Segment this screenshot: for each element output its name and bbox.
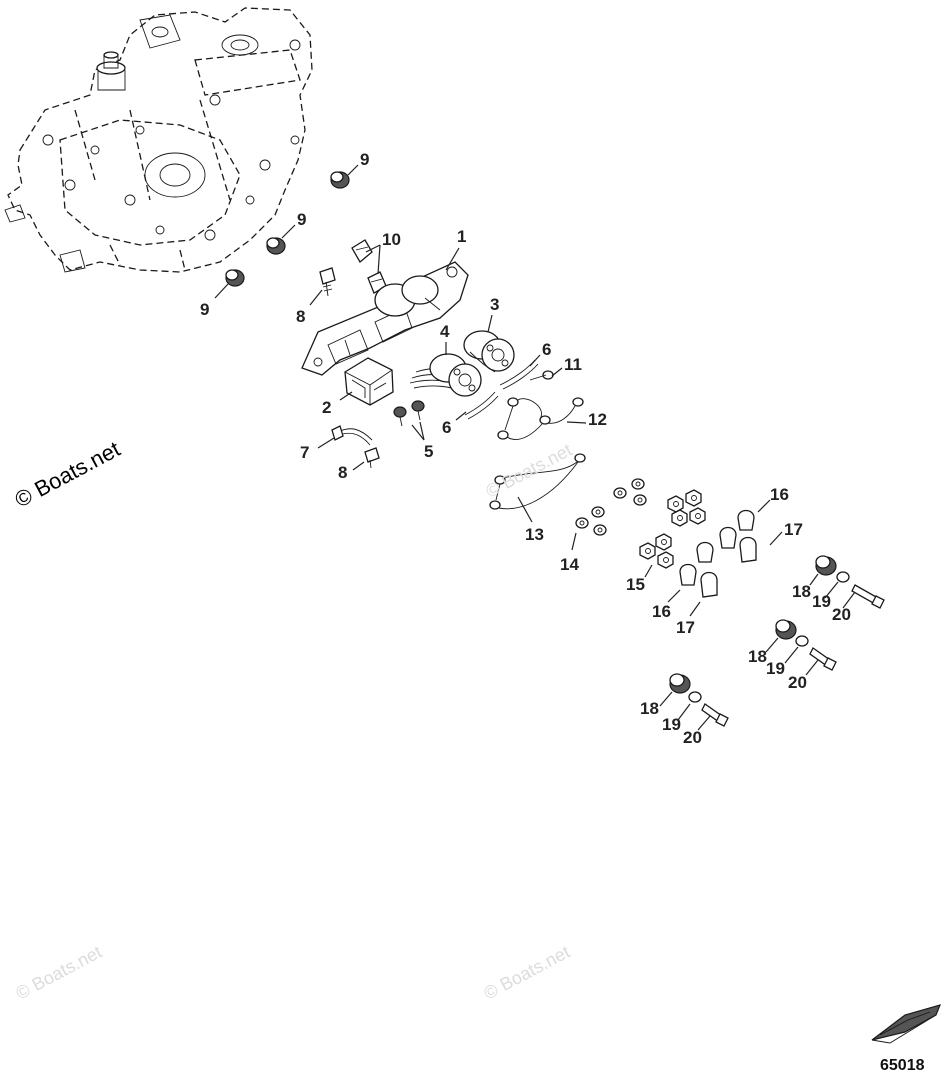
callout-13: 13 [525, 525, 544, 544]
callout-3: 3 [490, 295, 499, 314]
coil-4 [409, 353, 482, 397]
callout-17-b: 17 [676, 618, 695, 637]
callout-20-a: 20 [832, 605, 851, 624]
callout-8-a: 8 [296, 307, 305, 326]
mount-set-a [815, 555, 885, 609]
boots-16-17 [679, 509, 757, 598]
watermark-faint-bottom-left: © Boats.net [12, 942, 105, 1004]
callout-19-a: 19 [812, 592, 831, 611]
callout-7: 7 [300, 443, 309, 462]
callout-4: 4 [440, 322, 450, 341]
callout-11: 11 [564, 355, 582, 374]
figure-number: 65018 [880, 1057, 925, 1074]
callout-12: 12 [588, 410, 607, 429]
callout-18-b: 18 [748, 647, 767, 666]
nuts-15 [639, 489, 706, 569]
callout-2: 2 [322, 398, 331, 417]
boat-hull-icon [871, 1004, 942, 1044]
ground-strap-12 [497, 397, 584, 440]
mount-set-b [775, 619, 837, 671]
engine-block-outline [4, 7, 313, 273]
callout-5: 5 [424, 442, 433, 461]
callout-14: 14 [560, 555, 579, 574]
callout-16-a: 16 [770, 485, 789, 504]
callout-20-c: 20 [683, 728, 702, 747]
plug-9-a [330, 171, 350, 189]
callout-10: 10 [382, 230, 401, 249]
watermark-faint-bottom-mid: © Boats.net [480, 942, 573, 1004]
terminal-11 [529, 370, 554, 381]
clip-7 [331, 425, 373, 446]
screw-5 [393, 400, 425, 427]
callout-17-a: 17 [784, 520, 803, 539]
callouts: 9 9 9 10 1 8 3 4 6 11 12 2 6 5 7 8 13 14… [200, 150, 851, 747]
callout-9-c: 9 [200, 300, 209, 319]
watermark-main: © Boats.net [11, 436, 125, 512]
callout-16-b: 16 [652, 602, 671, 621]
washers-14 [575, 478, 647, 536]
clip-10 [351, 239, 387, 294]
plug-9-c [225, 269, 245, 287]
callout-19-b: 19 [766, 659, 785, 678]
coil-3 [463, 330, 515, 373]
watermark-faint-mid: © Boats.net [482, 440, 575, 502]
callout-18-a: 18 [792, 582, 811, 601]
callout-9-b: 9 [297, 210, 306, 229]
plug-9-b [266, 237, 286, 255]
ground-strap-13 [489, 453, 586, 510]
bolt-8-upper [319, 267, 336, 297]
callout-18-c: 18 [640, 699, 659, 718]
callout-19-c: 19 [662, 715, 681, 734]
callout-6-b: 6 [442, 418, 451, 437]
module-2 [344, 357, 394, 406]
callout-9-a: 9 [360, 150, 369, 169]
bolt-8-lower [364, 447, 380, 469]
leader-lines [214, 164, 856, 731]
mount-set-c [669, 673, 729, 727]
callout-20-b: 20 [788, 673, 807, 692]
bracket-1 [301, 261, 469, 376]
wire-clip-6-lower [464, 391, 499, 420]
callout-15: 15 [626, 575, 645, 594]
callout-1: 1 [457, 227, 466, 246]
callout-6-a: 6 [542, 340, 551, 359]
callout-8-b: 8 [338, 463, 347, 482]
